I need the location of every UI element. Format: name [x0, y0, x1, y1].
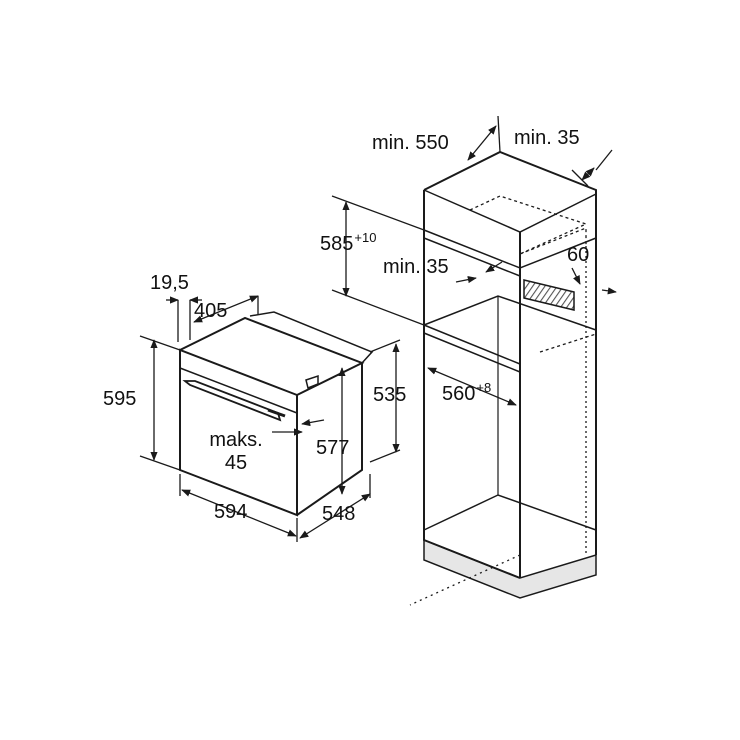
dim-cab-depth-ext	[497, 115, 501, 153]
oven-control-panel-line	[179, 367, 298, 414]
dim-cab-depth-line	[467, 125, 497, 161]
label-niche-height-tolerance: +10	[354, 230, 377, 245]
label-niche-width-tolerance: +8	[476, 380, 492, 395]
cabinet-hidden-lines	[409, 195, 597, 606]
oven-handle-grip	[267, 408, 286, 418]
cabinet-plinth	[423, 538, 597, 599]
label-vent-depth: min. 35	[383, 256, 449, 278]
dim-body-ext-top	[369, 339, 401, 353]
label-niche-height-value: 585	[320, 233, 354, 255]
cabinet-front-top	[423, 189, 597, 233]
dim-width-line	[181, 489, 297, 537]
hidden-upper-box	[469, 195, 588, 255]
oven-drawing	[179, 311, 374, 517]
hidden-floor-line	[409, 554, 521, 606]
dim-vent-height-arrow	[571, 267, 581, 285]
oven-door-handle	[182, 380, 282, 422]
dim-back-gap-ext-a	[571, 169, 589, 187]
label-niche-width: 560+8	[442, 381, 491, 405]
dim-back-gap-ext-b	[595, 149, 613, 171]
cabinet-niche-top	[423, 324, 521, 365]
vent-opening	[523, 279, 575, 311]
dim-depth-line	[299, 493, 371, 539]
oven-top-edge	[179, 316, 365, 396]
label-niche-width-value: 560	[442, 383, 476, 405]
cabinet-lower-shelf	[423, 494, 597, 531]
cabinet-front-left	[423, 190, 521, 579]
label-oven-width: 594	[214, 501, 248, 523]
dim-height-ext-bottom	[139, 455, 181, 471]
label-oven-inner-height: 577	[316, 437, 350, 459]
label-oven-depth-front: 405	[194, 300, 228, 322]
dim-vent-depth-arrow-a	[455, 276, 477, 284]
label-oven-body-height: 535	[373, 384, 407, 406]
dim-back-gap-line	[581, 167, 595, 181]
dim-height-ext-top	[139, 335, 181, 351]
cabinet-top-edge	[423, 150, 597, 555]
cabinet-shelf-top-b	[423, 237, 521, 277]
oven-dimensions	[139, 295, 401, 542]
label-oven-gap-value: 45	[224, 452, 248, 474]
cabinet-niche-top-b	[423, 332, 521, 373]
dim-vent-depth-arrow-b	[485, 261, 503, 273]
label-oven-gap-word: maks.	[209, 429, 263, 451]
cabinet-dimensions	[331, 115, 617, 406]
label-oven-height: 595	[103, 388, 137, 410]
label-niche-height: 585+10	[320, 231, 376, 255]
label-cabinet-depth: min. 550	[372, 132, 449, 154]
label-vent-height: 60	[567, 244, 590, 266]
oven-control-knob	[305, 374, 319, 390]
dim-depth-front-line	[193, 295, 259, 323]
cabinet-drawing	[423, 150, 597, 599]
dim-vent-side-arrow	[601, 287, 617, 295]
label-oven-depth: 548	[322, 503, 356, 525]
label-cabinet-back-gap: min. 35	[514, 127, 580, 149]
oven-rear-step	[249, 311, 374, 364]
label-oven-offset: 19,5	[150, 272, 189, 294]
dim-gap-arrow-b	[301, 418, 325, 427]
hidden-mid-line	[539, 333, 597, 353]
dim-niche-width-line	[427, 367, 517, 406]
cabinet-shelf-top	[423, 229, 597, 269]
